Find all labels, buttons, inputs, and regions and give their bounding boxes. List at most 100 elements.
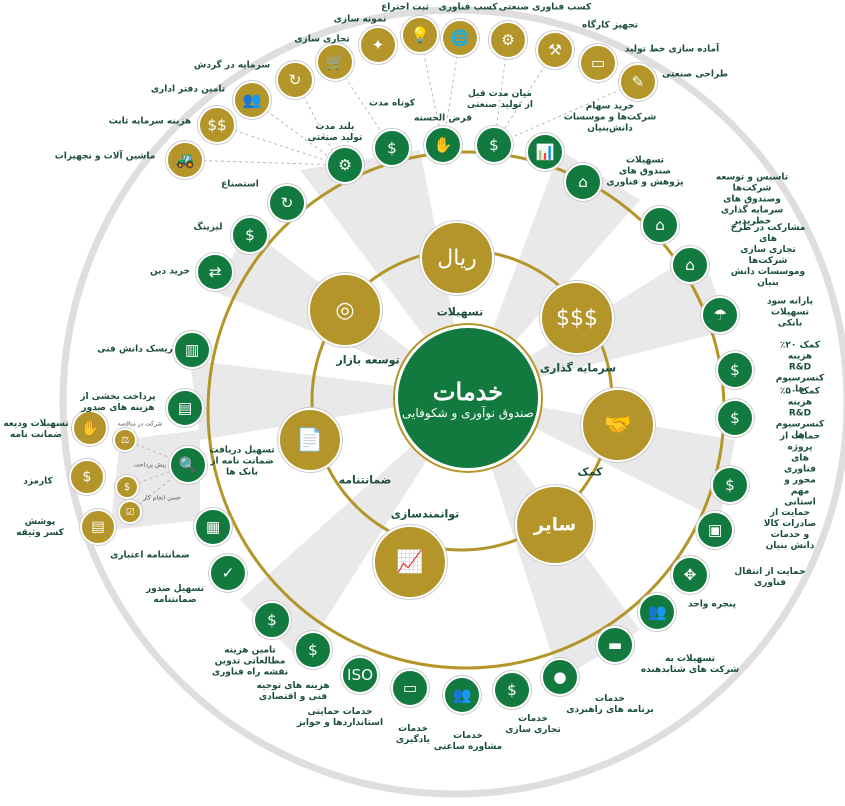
person-network-icon: ● bbox=[541, 658, 579, 696]
rial-hand-icon: ریال bbox=[420, 221, 494, 295]
services-label: پرداخت بخشی از هزینه های صدور bbox=[80, 392, 156, 413]
hand-coin-icon: $ bbox=[231, 216, 269, 254]
house-tools-icon: ⚒ bbox=[536, 31, 574, 69]
people-group-icon: 👥 bbox=[638, 593, 676, 631]
services-label: کمک ۵۰٪ هزینه R&D کنسرسیوم ها bbox=[775, 386, 825, 441]
hand-cash-icon: ✋ bbox=[72, 410, 108, 446]
rising-chart-icon: 📊 bbox=[526, 133, 564, 171]
gear-moneybag-icon: ⚙ bbox=[326, 146, 364, 184]
gear-moneybag-icon: $ bbox=[294, 631, 332, 669]
center-title: خدمات bbox=[432, 376, 504, 406]
coin-down-icon: $ bbox=[373, 129, 411, 167]
services-label: لیزینگ bbox=[193, 222, 223, 233]
purposes-label: نمونه سازی bbox=[333, 14, 387, 25]
categories-label: توسعه بازار bbox=[336, 353, 400, 367]
purposes-label: سرمایه در گردش bbox=[193, 60, 271, 71]
four-arrows-icon: ✥ bbox=[671, 556, 709, 594]
person-idea-icon: $ bbox=[475, 126, 513, 164]
document-magnifier-icon: 🔍 bbox=[169, 446, 207, 484]
auction-icon: ⚖ bbox=[113, 428, 137, 452]
bar-chart-icon: ▥ bbox=[173, 331, 211, 369]
hand-card-icon: ▤ bbox=[80, 509, 116, 545]
services-label: خرید دین bbox=[150, 266, 190, 277]
services-label: تسهیلات صندوق های پژوهش و فناوری bbox=[606, 155, 684, 188]
stacked-papers-icon: ▦ bbox=[194, 508, 232, 546]
purposes-label: تامین دفتر اداری bbox=[150, 84, 226, 95]
guarantee_sub-label: کارمزد bbox=[23, 476, 53, 487]
coins-icon: $ bbox=[115, 475, 139, 499]
origami-bird-icon: ✦ bbox=[359, 26, 397, 64]
services-label: خدمات یادگیری bbox=[395, 724, 431, 745]
categories-label: ضمانتنامه bbox=[338, 473, 392, 487]
categories-label: کمک bbox=[577, 465, 603, 479]
target-icon: ◎ bbox=[308, 273, 382, 347]
guarantee_sub-label: پوشش کسر وثیقه bbox=[16, 517, 64, 538]
services-label: کمک ۲۰٪ هزینه R&D کنسرسیوم ها bbox=[775, 340, 825, 395]
gear-globe-icon: ⚙ bbox=[489, 21, 527, 59]
services-label: تسهیل دریافت ضمانت نامه از بانک ها bbox=[209, 445, 275, 478]
guarantee_sub-label: تسهیلات ودیعه ضمانت نامه bbox=[3, 419, 69, 440]
services-label: ضمانتنامه اعتباری bbox=[110, 550, 190, 561]
money-bags-icon: $$$ bbox=[540, 281, 614, 355]
office-meeting-icon: 👥 bbox=[233, 81, 271, 119]
cycle-coin-icon: ↻ bbox=[276, 61, 314, 99]
center-subtitle: صندوق نوآوری و شکوفایی bbox=[402, 405, 534, 420]
services-label: خدمات مشاوره ساعتی bbox=[433, 731, 503, 752]
services-label: میان مدت قبل از تولید صنعتی bbox=[466, 89, 534, 110]
cycle-coin-icon: $ bbox=[69, 459, 105, 495]
moneybag-20-icon: $ bbox=[716, 351, 754, 389]
services-label: حمایت از صادرات کالا و خدمات دانش بنیان bbox=[763, 508, 817, 551]
services-label: یارانه سود تسهیلات بانکی bbox=[766, 296, 814, 329]
swap-arrows-icon: ⇄ bbox=[196, 253, 234, 291]
hand-cash-icon: ✋ bbox=[424, 126, 462, 164]
purposes-label: ثبت اختراع bbox=[381, 2, 429, 13]
purposes-label: کسب فناوری صنعتی bbox=[498, 2, 592, 13]
services-label: پنجره واحد bbox=[688, 599, 736, 610]
services-label: هزینه های توجیه فنی و اقتصادی bbox=[256, 681, 330, 702]
conveyor-icon: ▭ bbox=[579, 44, 617, 82]
teacher-board-icon: ▭ bbox=[391, 669, 429, 707]
purposes-label: تجاری سازی bbox=[294, 34, 350, 45]
guarantee_types-label: شرکت در مناقصه bbox=[117, 420, 163, 428]
services-label: کوتاه مدت bbox=[369, 98, 415, 109]
services-label: تسهیلات به شرکت های شتابدهنده bbox=[640, 654, 740, 675]
guarantee_types-label: حسن انجام کار bbox=[143, 494, 181, 502]
guarantee_types-label: پیش پرداخت bbox=[134, 461, 166, 469]
services-label: حمایت از پروژه های فناوری محور و مهم است… bbox=[779, 431, 821, 508]
iso-icon: ISO bbox=[341, 656, 379, 694]
services-label: خدمات حمایتی استانداردها و جوایز bbox=[296, 707, 384, 728]
other-icon bbox=[515, 485, 595, 565]
services-label: خدمات تجاری سازی bbox=[505, 714, 561, 735]
house-hand-icon: ⌂ bbox=[564, 163, 602, 201]
categories-label: تسهیلات bbox=[436, 305, 484, 319]
tractor-icon: 🚜 bbox=[166, 141, 204, 179]
services-label: استصناع bbox=[221, 179, 259, 190]
services-label: خرید سهام شرکت‌ها و موسسات دانش‌بنیان bbox=[563, 101, 657, 134]
moneybag-50-icon: $ bbox=[716, 399, 754, 437]
services-label: تسهیل صدور ضمانتنامه bbox=[146, 584, 204, 605]
center-title-circle: خدمات صندوق نوآوری و شکوفایی bbox=[395, 325, 541, 471]
services-label: حمایت از انتقال فناوری bbox=[734, 567, 806, 588]
house-screen-icon: ⌂ bbox=[671, 246, 709, 284]
document-check-icon: ✓ bbox=[209, 554, 247, 592]
services-label: خدمات برنامه های راهبردی bbox=[566, 694, 654, 715]
umbrella-icon: ☂ bbox=[701, 296, 739, 334]
services-label: تاسیس و توسعه شرکت‌ها وصندوق های سرمایه … bbox=[715, 172, 789, 227]
purposes-label: طراحی صنعتی bbox=[661, 69, 729, 80]
gear-pencil-icon: ✎ bbox=[619, 63, 657, 101]
services-label: تامین هزینه مطالعاتی تدوین نقشه راه فناو… bbox=[211, 645, 289, 678]
purposes-label: تجهیز کارگاه bbox=[582, 20, 638, 31]
services-label: بلند مدت تولید صنعتی bbox=[307, 122, 363, 143]
purposes-label: آماده سازی خط تولید bbox=[624, 44, 720, 55]
document-check-icon: 📄 bbox=[278, 408, 342, 472]
certificate-dollar-icon: ▤ bbox=[166, 389, 204, 427]
cash-stack-icon: $ bbox=[253, 601, 291, 639]
money-bags-icon: $$ bbox=[198, 106, 236, 144]
globe-icon: 🌐 bbox=[441, 19, 479, 57]
purposes-label: هزینه سرمایه ثابت bbox=[108, 116, 192, 127]
services-label: ریسک دانش فنی bbox=[97, 344, 173, 355]
purposes-label: کسب فناوری bbox=[438, 2, 498, 13]
map-dollar-icon: $ bbox=[711, 466, 749, 504]
categories-label: سایر bbox=[533, 514, 577, 536]
cart-monitor-icon: 🛒 bbox=[316, 43, 354, 81]
